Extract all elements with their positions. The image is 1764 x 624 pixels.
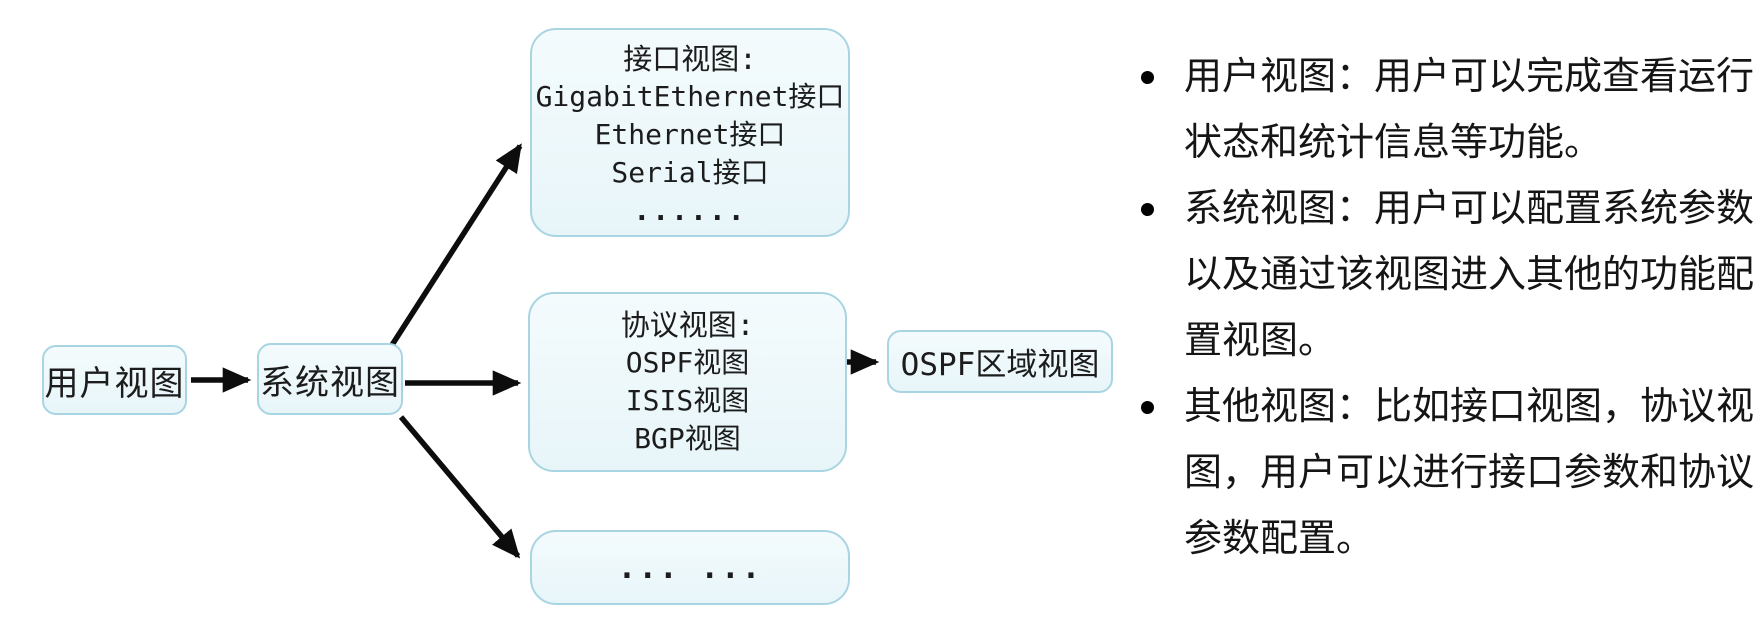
- system-view-label: 系统视图: [260, 364, 400, 402]
- other-views-box: ... ...: [530, 530, 850, 605]
- note-system-view: 系统视图：用户可以配置系统参数 以及通过该视图进入其他的功能配 置视图。: [1141, 176, 1761, 374]
- arrow-system-to-interface: [389, 143, 523, 347]
- protocol-view-title: 协议视图:: [620, 308, 755, 342]
- arrow-system-to-other: [398, 415, 521, 559]
- protocol-view-line: BGP视图: [634, 422, 741, 455]
- note-line: 用户视图：用户可以完成查看运行: [1184, 56, 1755, 98]
- note-line: 其他视图：比如接口视图，协议视: [1184, 386, 1755, 428]
- note-line: 置视图。: [1184, 320, 1337, 362]
- other-views-ellipsis: ... ...: [617, 549, 763, 586]
- ospf-area-view-box: OSPF区域视图: [887, 330, 1113, 393]
- protocol-view-box: 协议视图: OSPF视图 ISIS视图 BGP视图: [528, 292, 847, 472]
- bullet-dot-icon: [1141, 71, 1154, 84]
- note-line: 参数配置。: [1184, 518, 1375, 560]
- note-line: 状态和统计信息等功能。: [1184, 122, 1603, 164]
- user-view-box: 用户视图: [42, 345, 187, 415]
- user-view-label: 用户视图: [44, 365, 185, 403]
- bullet-dot-icon: [1141, 401, 1154, 414]
- note-line: 系统视图：用户可以配置系统参数: [1184, 188, 1755, 230]
- interface-view-line: GigabitEthernet接口: [535, 79, 845, 113]
- note-line: 图，用户可以进行接口参数和协议: [1184, 452, 1755, 494]
- notes-list: 用户视图：用户可以完成查看运行 状态和统计信息等功能。 系统视图：用户可以配置系…: [1141, 44, 1761, 572]
- interface-view-line: Ethernet接口: [594, 117, 786, 151]
- interface-view-box: 接口视图: GigabitEthernet接口 Ethernet接口 Seria…: [530, 28, 850, 237]
- interface-view-line: Serial接口: [611, 155, 769, 189]
- interface-view-ellipsis: ......: [633, 193, 747, 227]
- bullet-dot-icon: [1141, 203, 1154, 216]
- interface-view-title: 接口视图:: [623, 41, 757, 76]
- ospf-area-view-label: OSPF区域视图: [900, 347, 1100, 383]
- system-view-box: 系统视图: [257, 343, 403, 415]
- note-line: 以及通过该视图进入其他的功能配: [1184, 254, 1755, 296]
- protocol-view-line: OSPF视图: [625, 346, 750, 379]
- note-other-views: 其他视图：比如接口视图，协议视 图，用户可以进行接口参数和协议 参数配置。: [1141, 374, 1761, 572]
- note-user-view: 用户视图：用户可以完成查看运行 状态和统计信息等功能。: [1141, 44, 1761, 176]
- protocol-view-line: ISIS视图: [625, 384, 750, 417]
